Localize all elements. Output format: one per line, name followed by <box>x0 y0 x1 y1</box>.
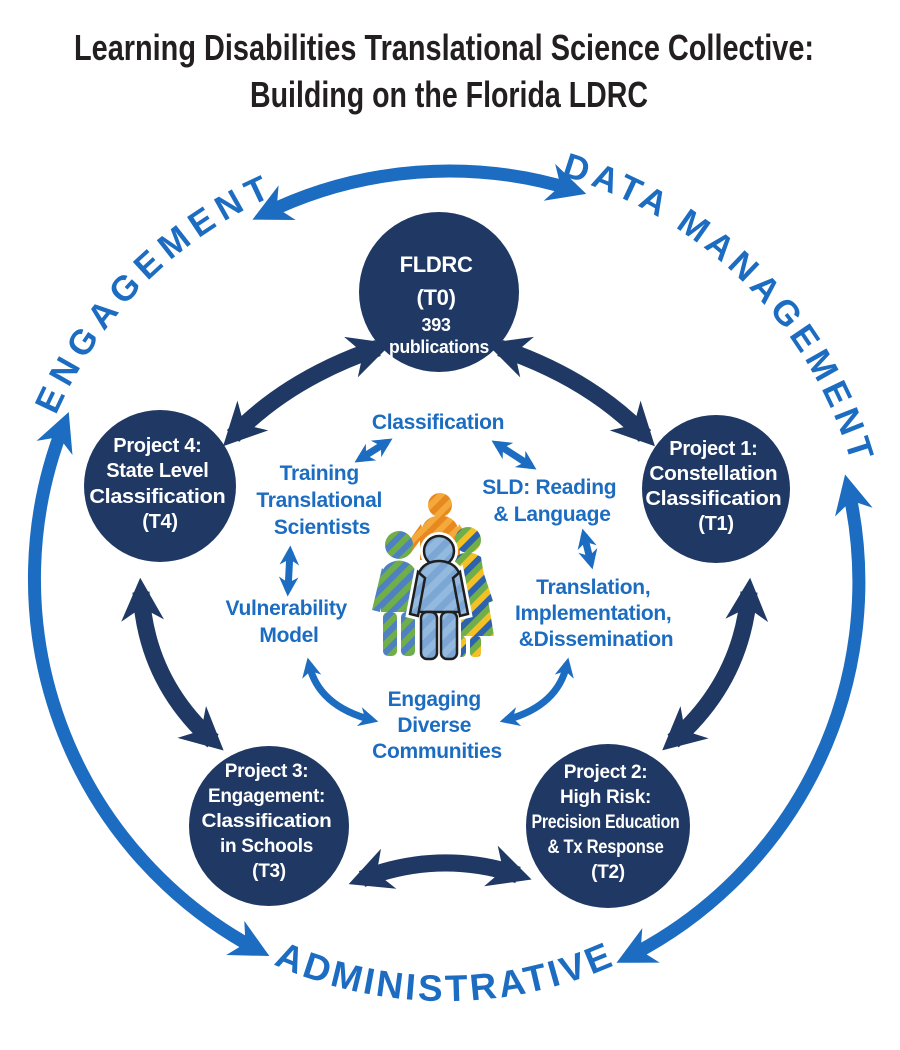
person-left-blue-green <box>372 531 417 656</box>
ring-arc-left <box>27 412 270 957</box>
arrow-classification-training <box>354 438 393 463</box>
node-project4: Project 4: State Level Classification (T… <box>84 410 236 562</box>
ring-arc-right <box>616 474 873 963</box>
ring-arc-top <box>252 163 587 220</box>
inner-label-classification: Classification <box>372 411 504 434</box>
fldrc-circle <box>359 212 519 372</box>
inner-label-vulnerability: Vulnerability Model <box>226 597 353 647</box>
ring-label-administrative: ADMINISTRATIVE <box>270 934 620 1009</box>
arrow-fldrc-project4 <box>223 336 392 447</box>
project1-text: Project 1: Constellation Classification … <box>645 438 786 535</box>
arrow-project4-project3 <box>121 577 224 751</box>
project3-circle <box>189 746 349 906</box>
person-front-light-blue <box>408 534 470 661</box>
node-project2: Project 2: High Risk: Precision Educatio… <box>526 744 690 908</box>
diagram-title-line2: Building on the Florida LDRC <box>250 74 648 115</box>
node-fldrc: FLDRC (T0) 393 publications <box>359 212 519 372</box>
inner-label-training: Training Translational Scientists <box>256 462 387 539</box>
node-project1: Project 1: Constellation Classification … <box>642 415 790 563</box>
arrow-vulnerability-engaging <box>302 657 379 727</box>
arrow-training-vulnerability <box>278 545 300 597</box>
arrow-sld-translation <box>577 528 598 570</box>
arrow-project3-project2 <box>348 845 532 889</box>
project4-circle <box>84 410 236 562</box>
project2-text: Project 2: High Risk: Precision Educatio… <box>532 762 685 883</box>
arrow-translation-engaging <box>499 657 574 727</box>
inner-label-sld: SLD: Reading & Language <box>482 476 622 526</box>
arrow-project1-project2 <box>662 577 769 751</box>
arrow-classification-sld <box>491 440 537 470</box>
diverse-people-group-icon <box>372 493 494 663</box>
project4-text: Project 4: State Level Classification (T… <box>89 435 230 533</box>
ring-label-engagement: ENGAGEMENT <box>28 166 281 419</box>
inner-label-engaging: Engaging Diverse Communities <box>372 688 502 763</box>
fldrc-text: FLDRC (T0) 393 publications <box>389 252 489 357</box>
inner-label-translation: Translation, Implementation, &Disseminat… <box>515 576 677 651</box>
project1-circle <box>642 415 790 563</box>
node-project3: Project 3: Engagement: Classification in… <box>189 746 349 906</box>
arrow-fldrc-project1 <box>486 336 655 447</box>
project3-text: Project 3: Engagement: Classification in… <box>202 761 337 882</box>
diagram-title-line1: Learning Disabilities Translational Scie… <box>74 27 814 68</box>
project2-circle <box>526 744 690 908</box>
